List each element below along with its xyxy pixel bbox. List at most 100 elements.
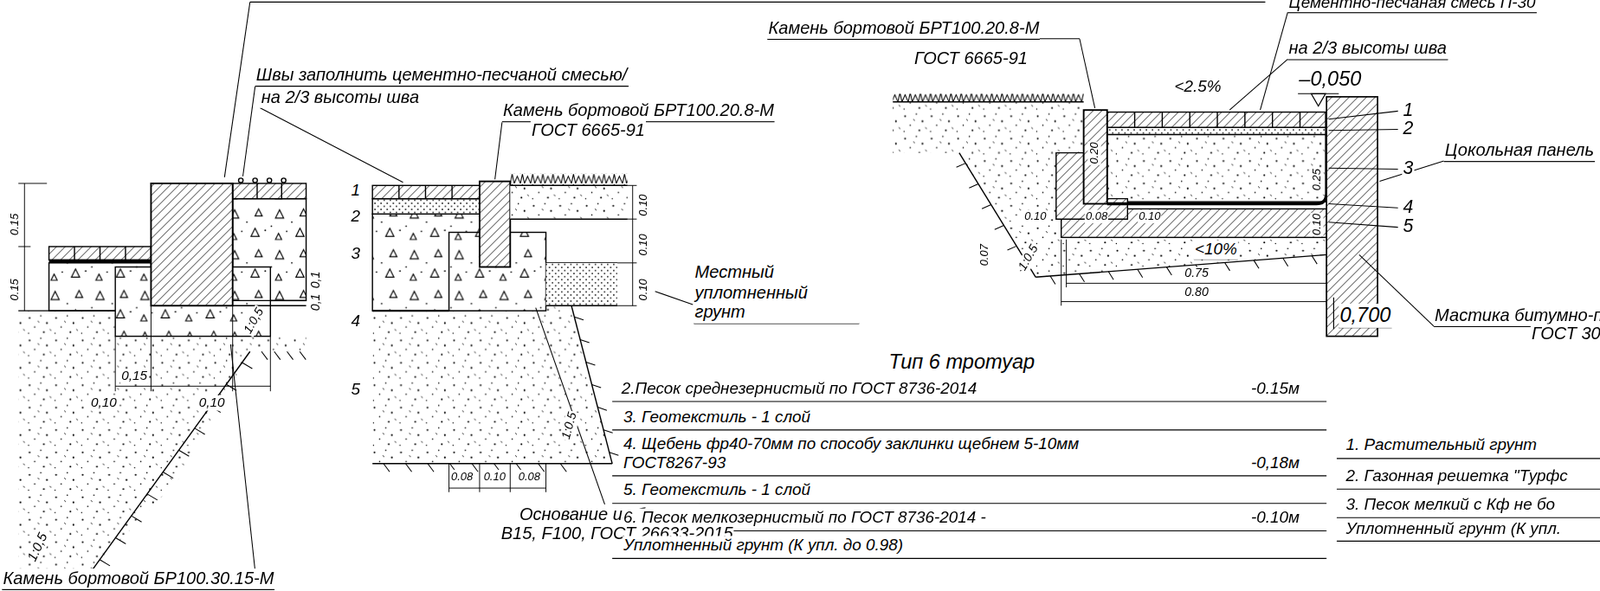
drawing-label: 3	[1401, 158, 1414, 180]
drawing-label: 0.10	[1309, 212, 1323, 238]
ground-hatch	[981, 204, 992, 209]
label-underline	[1, 589, 275, 591]
drawing-label: Цокольная панель	[1444, 141, 1595, 162]
ground-hatch	[956, 163, 967, 168]
drawing-label: Камень бортовой БРТ100.20.8-М	[767, 18, 1040, 39]
drawing-label: Уплотненный грунт (К упл. до 0.98)	[622, 535, 904, 555]
ground-hatch	[1283, 258, 1289, 266]
tile-joint	[256, 183, 258, 200]
drawing-label: 0.15	[7, 277, 21, 303]
drawing-label: <2.5%	[1173, 77, 1222, 97]
label-underline	[1338, 327, 1392, 329]
layer-tables	[612, 401, 1600, 559]
tile-joint	[1216, 112, 1218, 129]
drawing-label: 0.08	[1084, 210, 1110, 224]
label-underline	[1444, 161, 1595, 162]
right-section	[892, 12, 1444, 336]
drawing-label: 5. Геотекстиль - 1 слой	[622, 481, 812, 501]
drawing-label: 2	[349, 206, 362, 226]
drawing-label: -0,18м	[1250, 453, 1301, 473]
tile-joint	[73, 246, 75, 260]
ground-hatch	[162, 472, 174, 479]
tile-joint	[281, 183, 283, 200]
drawing-label: 4	[349, 311, 362, 331]
drawing-label: 3. Песок мелкий с Кф не бо	[1344, 495, 1556, 515]
ground-hatch	[383, 464, 390, 472]
ground-hatch	[994, 225, 1005, 230]
drawing-label: на 2/3 высоты шва	[260, 87, 421, 108]
drawing-label: 2.Песок среднезернистый по ГОСТ 8736-201…	[620, 379, 979, 399]
drawing-label: -0.15м	[1250, 379, 1301, 399]
drawing-label: 0.10	[1137, 210, 1162, 224]
drawing-label: Камень бортовой БР100.30.15-М	[1, 568, 275, 589]
ground-hatch	[286, 351, 293, 360]
ground-hatch	[1108, 271, 1114, 280]
drawing-label: 0.10	[636, 232, 650, 258]
drawing-label: Камень бортовой БРТ100.20.8-М	[502, 101, 775, 122]
drawing-label: 0.08	[450, 470, 475, 484]
drawing-label: 2	[1401, 118, 1414, 140]
drawing-label: Местный уплотненный грунт	[693, 263, 859, 323]
ground-hatch	[179, 450, 190, 457]
drawing-label: 4. Щебень фр40-70мм по способу заклинки …	[622, 435, 1136, 473]
ground-hatch	[405, 464, 412, 472]
drawing-label: 0.08	[517, 470, 542, 484]
tile-joint	[1244, 112, 1246, 129]
drawing-label: Уплотненный грунт (К упл.	[1344, 520, 1562, 540]
tile-joint	[124, 246, 126, 260]
drawing-label: 6. Песок мелкозернистый по ГОСТ 8736-201…	[622, 509, 988, 529]
drawing-label: Мастика битумно-п	[1433, 305, 1600, 326]
ground-hatch	[131, 516, 142, 523]
drawing-label: 1	[349, 181, 362, 201]
ground-hatch	[427, 464, 434, 472]
drawing-label: 1:0,5	[24, 529, 52, 565]
tile-joint	[1161, 112, 1163, 129]
label-underline	[693, 322, 859, 324]
drawing-label: 2. Газонная решетка "Турфс	[1344, 466, 1569, 486]
drawing-label: -0.10м	[1250, 509, 1301, 529]
ground-hatch	[580, 339, 590, 343]
label-underline	[767, 38, 1040, 40]
drawing-label: 0.10	[636, 193, 650, 218]
drawing-label: Тип 6 тротуар	[887, 350, 1036, 375]
drawing-label: ГОСТ 6665-91	[913, 49, 1029, 70]
drawing-label: 0.25	[1309, 167, 1323, 193]
ground-hatch	[147, 494, 158, 501]
tile-joint	[451, 185, 452, 199]
ground-hatch	[603, 430, 613, 434]
drawing-label: 0,700	[1338, 303, 1392, 328]
drawing-label: Швы заполнить цементно-песчаной смесью/	[255, 64, 629, 85]
drawing-label: 3	[349, 245, 362, 265]
label-underline	[1287, 58, 1448, 60]
drawing-label: 1:0.5	[1015, 241, 1043, 274]
tile-joint	[1134, 112, 1136, 129]
drawing-label: 0.07	[977, 243, 991, 268]
drawing-label: 0,1	[309, 292, 323, 312]
drawing-label: <10%	[1193, 240, 1239, 260]
drawing-label: 0.15	[7, 212, 21, 238]
ground-hatch	[597, 407, 607, 412]
ground-hatch	[261, 351, 268, 360]
tile-joint	[99, 246, 101, 260]
drawing-label: 0.10	[482, 470, 507, 484]
ground-hatch	[299, 351, 306, 360]
drawing-label: 0.10	[1023, 210, 1048, 224]
drawing-label: ГОСТ 6665-91	[530, 120, 646, 141]
ground-hatch	[1007, 245, 1018, 251]
tile-joint	[1271, 112, 1273, 129]
ground-hatch	[1225, 262, 1231, 271]
drawing-label: 4	[1401, 196, 1414, 218]
ground-hatch	[194, 428, 206, 435]
ground-hatch	[1253, 260, 1259, 269]
drawing-label: –0,050	[1297, 67, 1362, 91]
drawing-label: 0,15	[120, 368, 149, 385]
tile-joint	[425, 185, 426, 199]
left-section	[18, 1, 1265, 571]
ground-hatch	[1166, 267, 1172, 276]
drawing-label: Цементно-песчаная смесь П-30	[1287, 0, 1536, 13]
drawing-label: 0,10	[198, 395, 226, 412]
ground-hatch	[1137, 269, 1143, 278]
ground-hatch	[574, 316, 584, 321]
